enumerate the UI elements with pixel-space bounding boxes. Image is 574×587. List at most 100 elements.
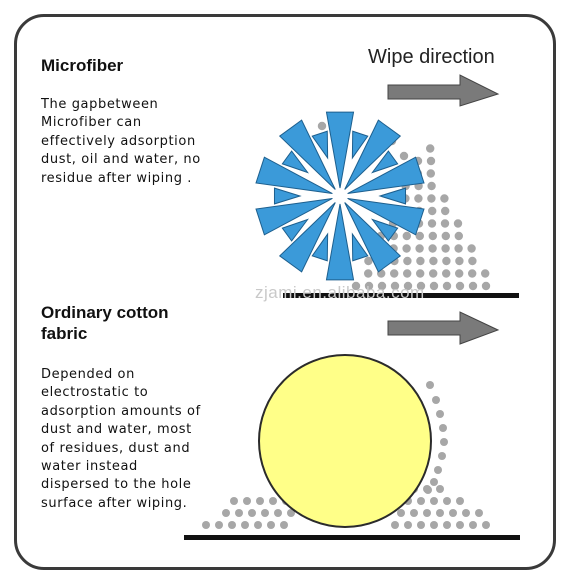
dust-particle [434, 466, 442, 474]
dust-particle [456, 497, 464, 505]
dust-particle [430, 521, 438, 529]
cotton-description: Depended on electrostatic to adsorption … [41, 367, 201, 511]
dust-particle [415, 231, 424, 241]
microfiber-blade [344, 119, 402, 190]
dust-particle [391, 521, 399, 529]
microfiber-blade-inner [351, 232, 369, 262]
microfiber-blade-inner [311, 130, 329, 160]
dust-particle [449, 509, 457, 517]
dust-particle [424, 486, 432, 494]
dust-particle [426, 169, 435, 178]
dust-particle [202, 521, 210, 529]
dust-particle [228, 521, 236, 529]
dust-particle [423, 509, 431, 517]
dust-particle [455, 256, 464, 266]
microfiber-blade-inner [351, 130, 369, 160]
dust-particle [481, 281, 491, 291]
dust-particle [428, 231, 437, 241]
dust-particle [443, 521, 451, 529]
dust-particle [440, 194, 449, 203]
dust-particle [267, 521, 275, 529]
wipe-direction-label: Wipe direction [368, 46, 495, 68]
dust-particle [429, 281, 439, 291]
dust-particle [390, 269, 399, 278]
dust-particle [467, 244, 476, 253]
dust-particle [399, 151, 409, 161]
wiping-surface-bottom [184, 535, 520, 540]
microfiber-heading: Microfiber [41, 56, 124, 75]
dust-particle [468, 256, 477, 266]
cotton-heading: Ordinary cotton fabric [41, 303, 169, 343]
dust-particle [280, 521, 288, 529]
dust-particle [426, 144, 435, 153]
dust-particle [269, 497, 277, 505]
dust-particle [390, 281, 400, 291]
rounded-frame [14, 14, 556, 570]
dust-particle [468, 269, 477, 278]
dust-particle [317, 121, 327, 131]
dust-particle [456, 521, 464, 529]
dust-pile-bottom [202, 381, 490, 529]
dust-particle [274, 509, 282, 517]
microfiber-blade [255, 197, 333, 236]
dust-particle [436, 485, 444, 493]
microfiber-blade [255, 156, 333, 195]
dust-particle [241, 521, 249, 529]
microfiber-description: The gapbetween Microfiber can effectivel… [41, 97, 201, 186]
microfiber-blade [278, 202, 336, 273]
microfiber-blade-inner [370, 150, 399, 174]
dust-particle [416, 281, 426, 291]
dust-particle [454, 244, 463, 253]
dust-particle [455, 269, 464, 278]
dust-particle [427, 219, 437, 228]
dust-particle [438, 452, 446, 460]
microfiber-blade-inner [273, 187, 302, 205]
dust-particle [481, 269, 490, 278]
dust-particle [364, 281, 374, 291]
microfiber-blade-inner [370, 218, 399, 242]
dust-particle [414, 194, 423, 203]
wipe-direction-arrow-top [387, 74, 500, 107]
dust-particle [427, 194, 436, 203]
dust-particle [426, 156, 436, 166]
dust-particle [256, 497, 264, 505]
dust-particle [417, 497, 425, 505]
dust-particle [442, 281, 452, 291]
dust-particle [403, 256, 412, 266]
dust-particle [417, 521, 425, 529]
dust-particle [430, 478, 438, 486]
dust-particle [427, 181, 436, 191]
dust-particle [439, 424, 447, 432]
microfiber-blade [278, 119, 336, 190]
dust-particle [440, 438, 448, 446]
dust-particle [453, 219, 463, 228]
microfiber-blade-inner [311, 232, 329, 262]
dust-particle [443, 497, 451, 505]
dust-particle [243, 497, 251, 505]
dust-particle [429, 256, 438, 266]
cotton-fabric-ball [258, 354, 432, 528]
dust-particle [442, 269, 451, 278]
dust-particle [402, 231, 411, 241]
dust-particle [436, 410, 444, 418]
dust-particle [248, 509, 256, 517]
dust-particle [416, 269, 425, 278]
dust-particle [415, 244, 424, 253]
dust-particle [426, 381, 434, 389]
dust-particle [404, 521, 412, 529]
dust-particle [402, 244, 411, 253]
microfiber-blade [347, 156, 425, 195]
microfiber-strand [255, 111, 425, 281]
dust-particle [364, 256, 373, 266]
dust-particle [429, 269, 438, 278]
dust-particle [222, 509, 230, 517]
microfiber-blade-inner [281, 218, 310, 242]
dust-particle [440, 219, 450, 228]
dust-particle [397, 509, 405, 517]
dust-particle [261, 509, 269, 517]
wipe-direction-arrow-bottom [387, 311, 500, 345]
dust-particle [469, 521, 477, 529]
dust-particle [441, 231, 450, 241]
dust-particle [442, 256, 451, 266]
